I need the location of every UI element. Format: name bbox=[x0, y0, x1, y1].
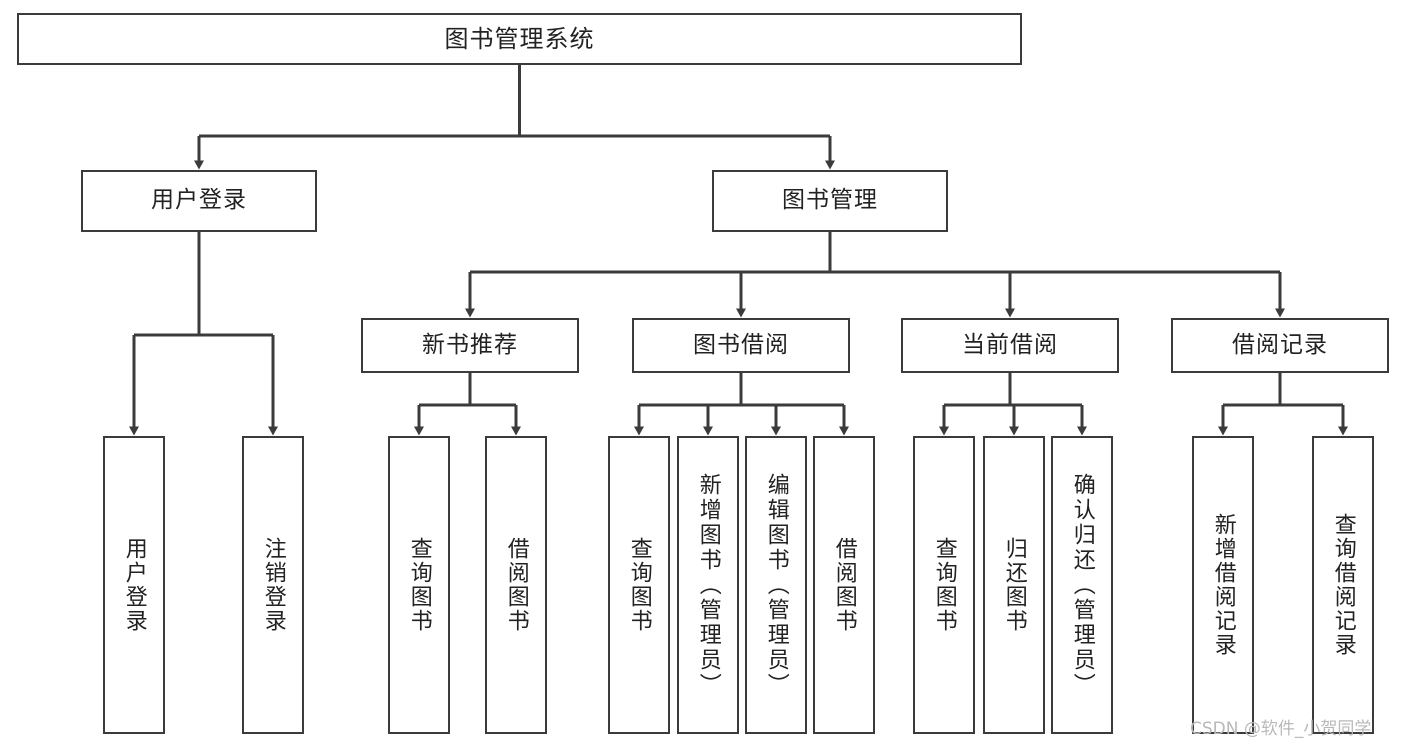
node-leaf-add-book[interactable]: 新增图书（管理员） bbox=[677, 436, 739, 734]
node-leaf-borrow-book-1[interactable]: 借阅图书 bbox=[485, 436, 547, 734]
node-leaf-query-book-1[interactable]: 查询图书 bbox=[388, 436, 450, 734]
node-leaf-query-record[interactable]: 查询借阅记录 bbox=[1312, 436, 1374, 734]
node-borrow-record[interactable]: 借阅记录 bbox=[1171, 318, 1389, 373]
node-leaf-return-book[interactable]: 归还图书 bbox=[983, 436, 1045, 734]
node-new-book-recommend[interactable]: 新书推荐 bbox=[361, 318, 579, 373]
node-root[interactable]: 图书管理系统 bbox=[17, 13, 1022, 65]
csdn-watermark: CSDN @软件_小贺同学 bbox=[1190, 719, 1372, 739]
node-book-borrow[interactable]: 图书借阅 bbox=[632, 318, 850, 373]
node-leaf-edit-book[interactable]: 编辑图书（管理员） bbox=[745, 436, 807, 734]
node-leaf-user-logout[interactable]: 注销登录 bbox=[242, 436, 304, 734]
node-leaf-add-record[interactable]: 新增借阅记录 bbox=[1192, 436, 1254, 734]
node-book-manage[interactable]: 图书管理 bbox=[712, 170, 948, 232]
node-current-borrow[interactable]: 当前借阅 bbox=[901, 318, 1119, 373]
node-leaf-borrow-book-2[interactable]: 借阅图书 bbox=[813, 436, 875, 734]
node-leaf-confirm-return[interactable]: 确认归还（管理员） bbox=[1051, 436, 1113, 734]
node-leaf-query-book-3[interactable]: 查询图书 bbox=[913, 436, 975, 734]
node-user-login[interactable]: 用户登录 bbox=[81, 170, 317, 232]
node-leaf-query-book-2[interactable]: 查询图书 bbox=[608, 436, 670, 734]
node-leaf-user-login[interactable]: 用户登录 bbox=[103, 436, 165, 734]
